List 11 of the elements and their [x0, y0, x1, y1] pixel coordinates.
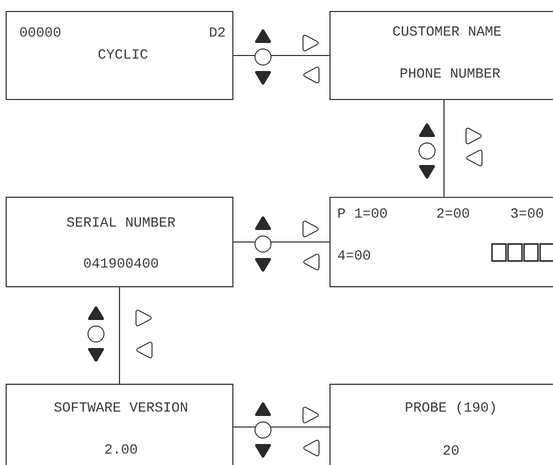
- display-box: P 1=00 2=00 3=00 4=00: [329, 196, 553, 288]
- connector-line: [233, 241, 330, 243]
- connector-line: [118, 287, 120, 384]
- display-box: SERIAL NUMBER 041900400: [6, 196, 234, 288]
- display-box: CUSTOMER NAME PHONE NUMBER: [329, 10, 553, 100]
- connector-line: [233, 54, 330, 56]
- connector-line: [443, 100, 445, 197]
- connector-line: [233, 426, 330, 428]
- display-box: 00000 D2 CYCLIC: [6, 10, 234, 100]
- display-box: SOFTWARE VERSION 2.00: [6, 384, 234, 465]
- display-box: PROBE (190) 20: [329, 384, 553, 465]
